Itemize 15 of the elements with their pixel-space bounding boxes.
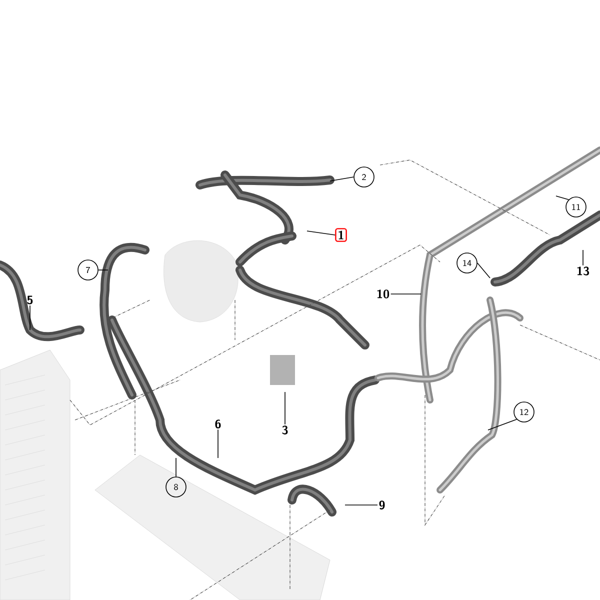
callout-number: 1 xyxy=(335,228,347,242)
callout-number: 13 xyxy=(577,266,590,276)
leader-line xyxy=(284,392,286,425)
leader-line xyxy=(306,230,336,236)
leader-line xyxy=(330,176,354,182)
leader-line xyxy=(488,418,518,430)
callout-number: 9 xyxy=(379,500,385,510)
leader-line xyxy=(556,196,570,200)
callout-number: 3 xyxy=(282,426,288,434)
callout-number: 6 xyxy=(215,420,221,428)
leader-line xyxy=(582,250,584,266)
leader-line xyxy=(477,262,490,278)
leader-line xyxy=(344,504,378,506)
callout-number: 5 xyxy=(27,296,33,304)
callout-number: 10 xyxy=(377,290,390,298)
